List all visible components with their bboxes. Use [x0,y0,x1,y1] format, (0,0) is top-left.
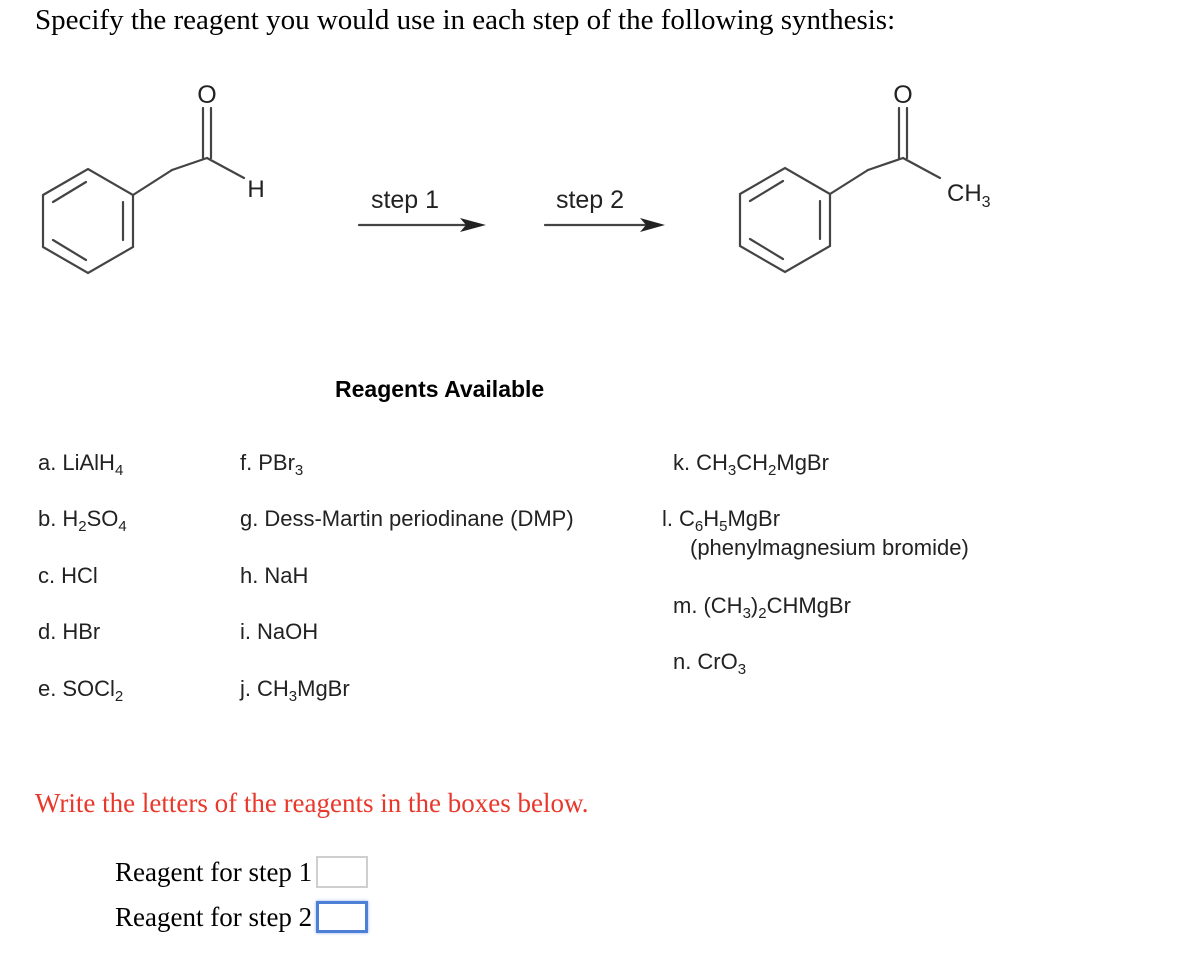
reagent-letter: m. [673,593,698,618]
reagent-letter: a. [38,450,57,475]
ketone-ring-bond [828,168,870,196]
benzene-ring-product [738,166,832,274]
reagent-letter: h. [240,563,259,588]
reagent-letter: n. [673,649,692,674]
question-text: Specify the reagent you would use in eac… [35,4,896,36]
reagent-letter: k. [673,450,691,475]
step1-arrowhead [460,218,486,232]
reagent-formula: HBr [62,619,101,644]
reagent-n: n.CrO3 [673,649,747,678]
reagent-formula: CH3MgBr [257,676,350,705]
reagent-letter: d. [38,619,57,644]
reagent-letter: b. [38,506,57,531]
instruction-text: Write the letters of the reagents in the… [35,788,589,818]
answer-label-step2: Reagent for step 2 [115,901,313,932]
reagent-formula: (CH3)2CHMgBr [703,593,851,622]
benzene-ring-start [41,167,135,275]
reagent-step2-input[interactable] [316,901,369,933]
reagent-m: m.(CH3)2CHMgBr [673,593,851,622]
reagent-l-note: (phenylmagnesium bromide) [690,535,969,560]
reagent-a: a.LiAlH4 [38,450,124,479]
reagent-formula: CH3CH2MgBr [696,450,829,479]
reagent-formula: LiAlH4 [62,450,124,479]
reagent-letter: l. [662,506,673,531]
start-hydrogen-label: H [247,176,264,203]
ketone-c-carbonyl [866,156,905,172]
product-methyl-label: CH3 [947,180,991,211]
reagent-f: f.PBr3 [240,450,304,479]
reagent-l: l.C6H5MgBr [662,506,781,535]
reagent-i: i.NaOH [240,619,318,645]
reagent-g: g.Dess-Martin periodinane (DMP) [240,506,574,532]
step1-label: step 1 [371,186,439,214]
aldehyde-c-carbonyl [170,156,209,172]
reagent-j: j.CH3MgBr [240,676,350,705]
reagent-letter: j. [240,676,251,701]
reagent-step1-input[interactable] [316,856,369,888]
reagent-formula: HCl [61,563,98,588]
synthesis-scheme: O H step 1 step 2 O CH3 [41,81,991,275]
reagent-d: d.HBr [38,619,100,645]
reagent-formula: NaOH [257,619,319,644]
reagent-c: c.HCl [38,563,98,589]
step2-label: step 2 [556,186,624,214]
start-oxygen-label: O [197,81,216,109]
reagent-letter: f. [240,450,253,475]
reagent-formula: Dess-Martin periodinane (DMP) [264,506,574,531]
reagent-formula: SOCl2 [62,676,124,705]
reagent-h: h.NaH [240,563,308,589]
reagent-formula: C6H5MgBr [679,506,781,535]
reagent-k: k.CH3CH2MgBr [673,450,829,479]
aldehyde-c-ring-bond [131,168,174,197]
answer-row-step1: Reagent for step 1 [115,853,369,891]
step2-arrowhead [640,218,665,232]
reagents-available-heading: Reagents Available [335,376,545,402]
reagent-letter: e. [38,676,57,701]
reagent-formula: H2SO4 [62,506,127,535]
reagent-letter: g. [240,506,259,531]
aldehyde-c-h-bond [205,156,246,180]
reagent-letter: c. [38,563,56,588]
reagent-b: b.H2SO4 [38,506,127,535]
reagent-formula: NaH [264,563,309,588]
reagent-e: e.SOCl2 [38,676,124,705]
product-oxygen-label: O [893,81,912,109]
reagent-formula: PBr3 [258,450,304,479]
answer-label-step1: Reagent for step 1 [115,856,313,887]
ketone-c-methyl-bond [901,156,942,180]
answer-row-step2: Reagent for step 2 [115,898,369,936]
reagent-formula: CrO3 [697,649,747,678]
reagent-letter: i. [240,619,251,644]
